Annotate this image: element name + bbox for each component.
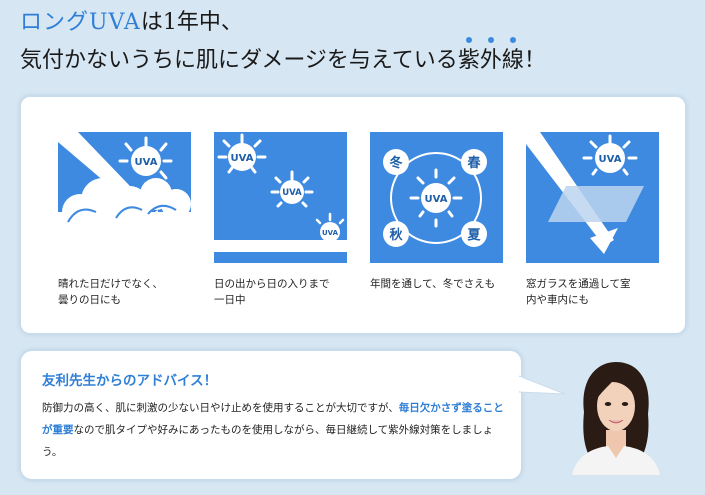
headline-line2: 気付かないうちに肌にダメージを与えている紫外線！ — [20, 37, 680, 76]
uva-label: UVA — [231, 153, 254, 164]
uv-through-window-icon: UVA — [526, 132, 659, 263]
advice-body-part2: なので肌タイプや好みにあったものを使用しながら、毎日継続して紫外線対策をしましょ… — [42, 424, 494, 458]
feature-caption: 窓ガラスを通過して室 内や車内にも — [526, 278, 631, 306]
four-seasons-icon: UVA 冬 春 秋 夏 — [370, 132, 503, 263]
speech-bubble-tail-icon — [519, 375, 566, 395]
season-autumn: 秋 — [389, 227, 403, 243]
feature-cloudy-day: UVA 晴れた日だけでなく、 曇りの日にも — [58, 132, 191, 308]
sun-across-day-icon: UVA UVA — [214, 132, 347, 263]
emphasis-dots-icon — [458, 37, 524, 43]
feature-through-glass: UVA 窓ガラスを通過して室 内や車内にも — [526, 132, 659, 308]
advice-body-part1: 防御力の高く、肌に刺激の少ない日やけ止めを使用することが大切ですが、 — [42, 402, 399, 414]
feature-all-day: UVA UVA — [214, 132, 347, 308]
feature-caption: 年間を通して、冬でさえも — [370, 278, 496, 290]
advice-card: 友利先生からのアドバイス！ 防御力の高く、肌に刺激の少ない日やけ止めを使用するこ… — [20, 350, 522, 480]
doctor-portrait-icon — [566, 352, 664, 475]
headline-emphasis: 紫外線 — [457, 37, 524, 76]
headline-accent: ロングUVA — [20, 10, 141, 35]
uva-label: UVA — [135, 157, 158, 168]
advice-body-highlight: 毎日欠かさず塗ることが重要 — [42, 402, 504, 436]
headline: ロングUVAは1年中、 気付かないうちに肌にダメージを与えている紫外線！ — [20, 8, 680, 76]
uva-label: UVA — [425, 194, 448, 205]
feature-caption: 晴れた日だけでなく、 曇りの日にも — [58, 278, 163, 306]
headline-emphasis-text: 紫外線 — [457, 48, 524, 73]
feature-caption: 日の出から日の入りまで 一日中 — [214, 278, 330, 306]
uva-label: UVA — [322, 229, 339, 237]
sun-behind-cloud-icon: UVA — [58, 132, 191, 263]
headline-line1-rest: は1年中、 — [140, 10, 243, 35]
feature-all-year: UVA 冬 春 秋 夏 年間を通して、冬でさえも — [370, 132, 503, 292]
uva-label: UVA — [599, 154, 622, 165]
headline-line1: ロングUVAは1年中、 — [20, 8, 680, 38]
features-card: UVA 晴れた日だけでなく、 曇りの日にも — [20, 96, 686, 334]
headline-line2-main: 気付かないうちに肌にダメージを与えている — [20, 48, 458, 73]
headline-line2-end: ！ — [523, 48, 546, 73]
season-spring: 春 — [466, 155, 481, 171]
season-summer: 夏 — [466, 228, 481, 243]
advice-title: 友利先生からのアドバイス！ — [42, 373, 218, 389]
season-winter: 冬 — [389, 155, 402, 171]
uva-label: UVA — [282, 188, 302, 198]
advice-body: 防御力の高く、肌に刺激の少ない日やけ止めを使用することが大切ですが、毎日欠かさず… — [42, 397, 512, 463]
